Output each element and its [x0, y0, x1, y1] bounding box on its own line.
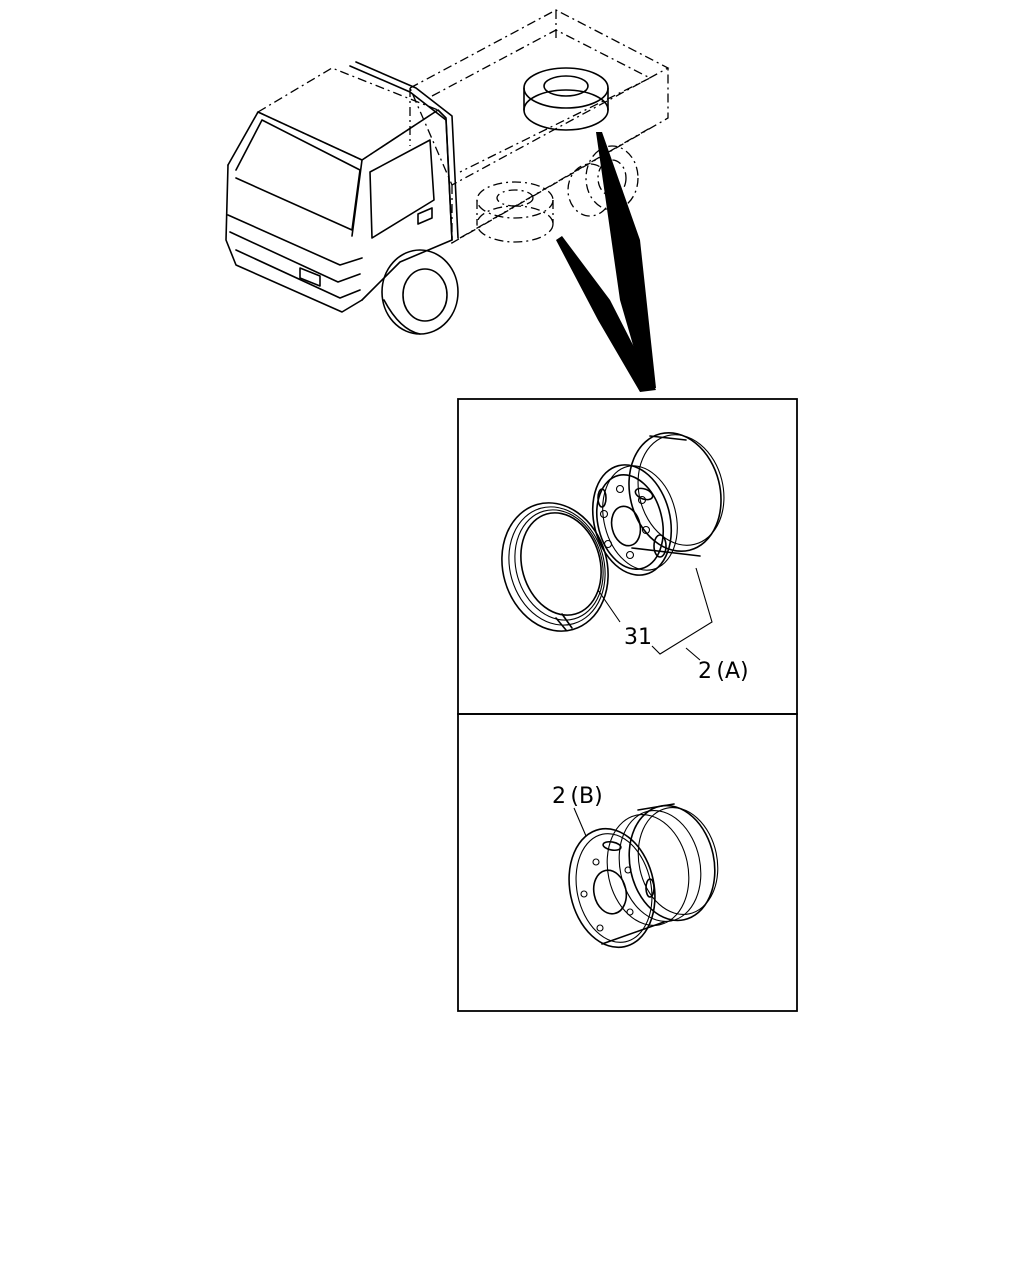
- callout-2a: 2 (A): [698, 659, 749, 684]
- wheel-part-2b: [568, 803, 719, 949]
- truck-illustration: [225, 9, 670, 392]
- wheel-part-2a: [591, 431, 725, 576]
- panel-b-frame: [457, 713, 798, 1012]
- leader-arrow-bed-tire: [596, 132, 656, 390]
- spare-tire-under-frame: [476, 181, 554, 243]
- callout-2b: 2 (B): [552, 784, 603, 809]
- leader-line-2a: [685, 647, 701, 661]
- bracket-line-2a: [651, 567, 713, 655]
- leader-line-2b: [573, 807, 587, 837]
- callout-31: 31: [624, 625, 652, 650]
- leader-line-31: [597, 589, 621, 623]
- leader-arrow-under-tire: [556, 236, 656, 392]
- cargo-bed: [409, 9, 670, 245]
- spare-tire-on-bed: [523, 67, 609, 131]
- truck-cab: [225, 61, 459, 335]
